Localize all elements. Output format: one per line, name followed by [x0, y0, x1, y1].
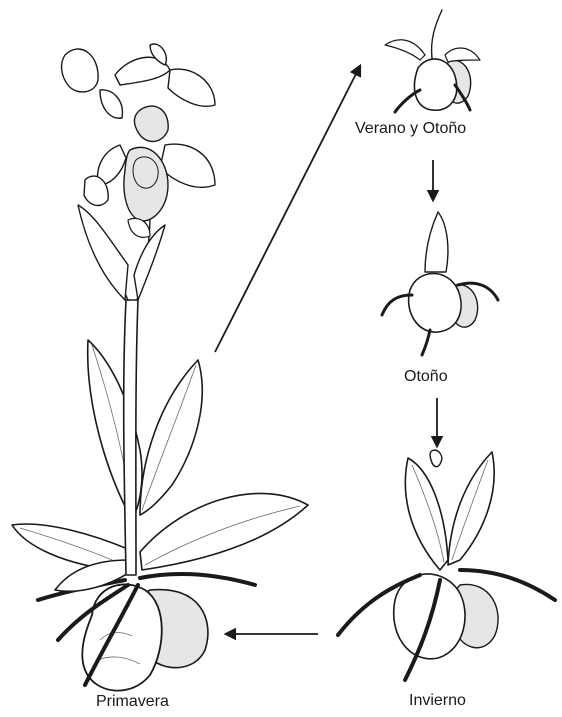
arrow-spring-to-summer — [215, 66, 360, 352]
summer-tuber-illustration — [385, 10, 480, 112]
spring-plant-illustration — [12, 44, 308, 691]
label-otono: Otoño — [404, 369, 448, 385]
autumn-tuber-illustration — [382, 212, 498, 355]
spring-leaves — [12, 340, 308, 591]
label-verano-otono: Verano y Otoño — [355, 121, 466, 137]
spring-flowers — [62, 44, 215, 237]
winter-plant-illustration — [338, 450, 555, 680]
label-invierno: Invierno — [409, 693, 466, 709]
spring-stem — [124, 300, 138, 575]
label-primavera: Primavera — [96, 694, 169, 710]
